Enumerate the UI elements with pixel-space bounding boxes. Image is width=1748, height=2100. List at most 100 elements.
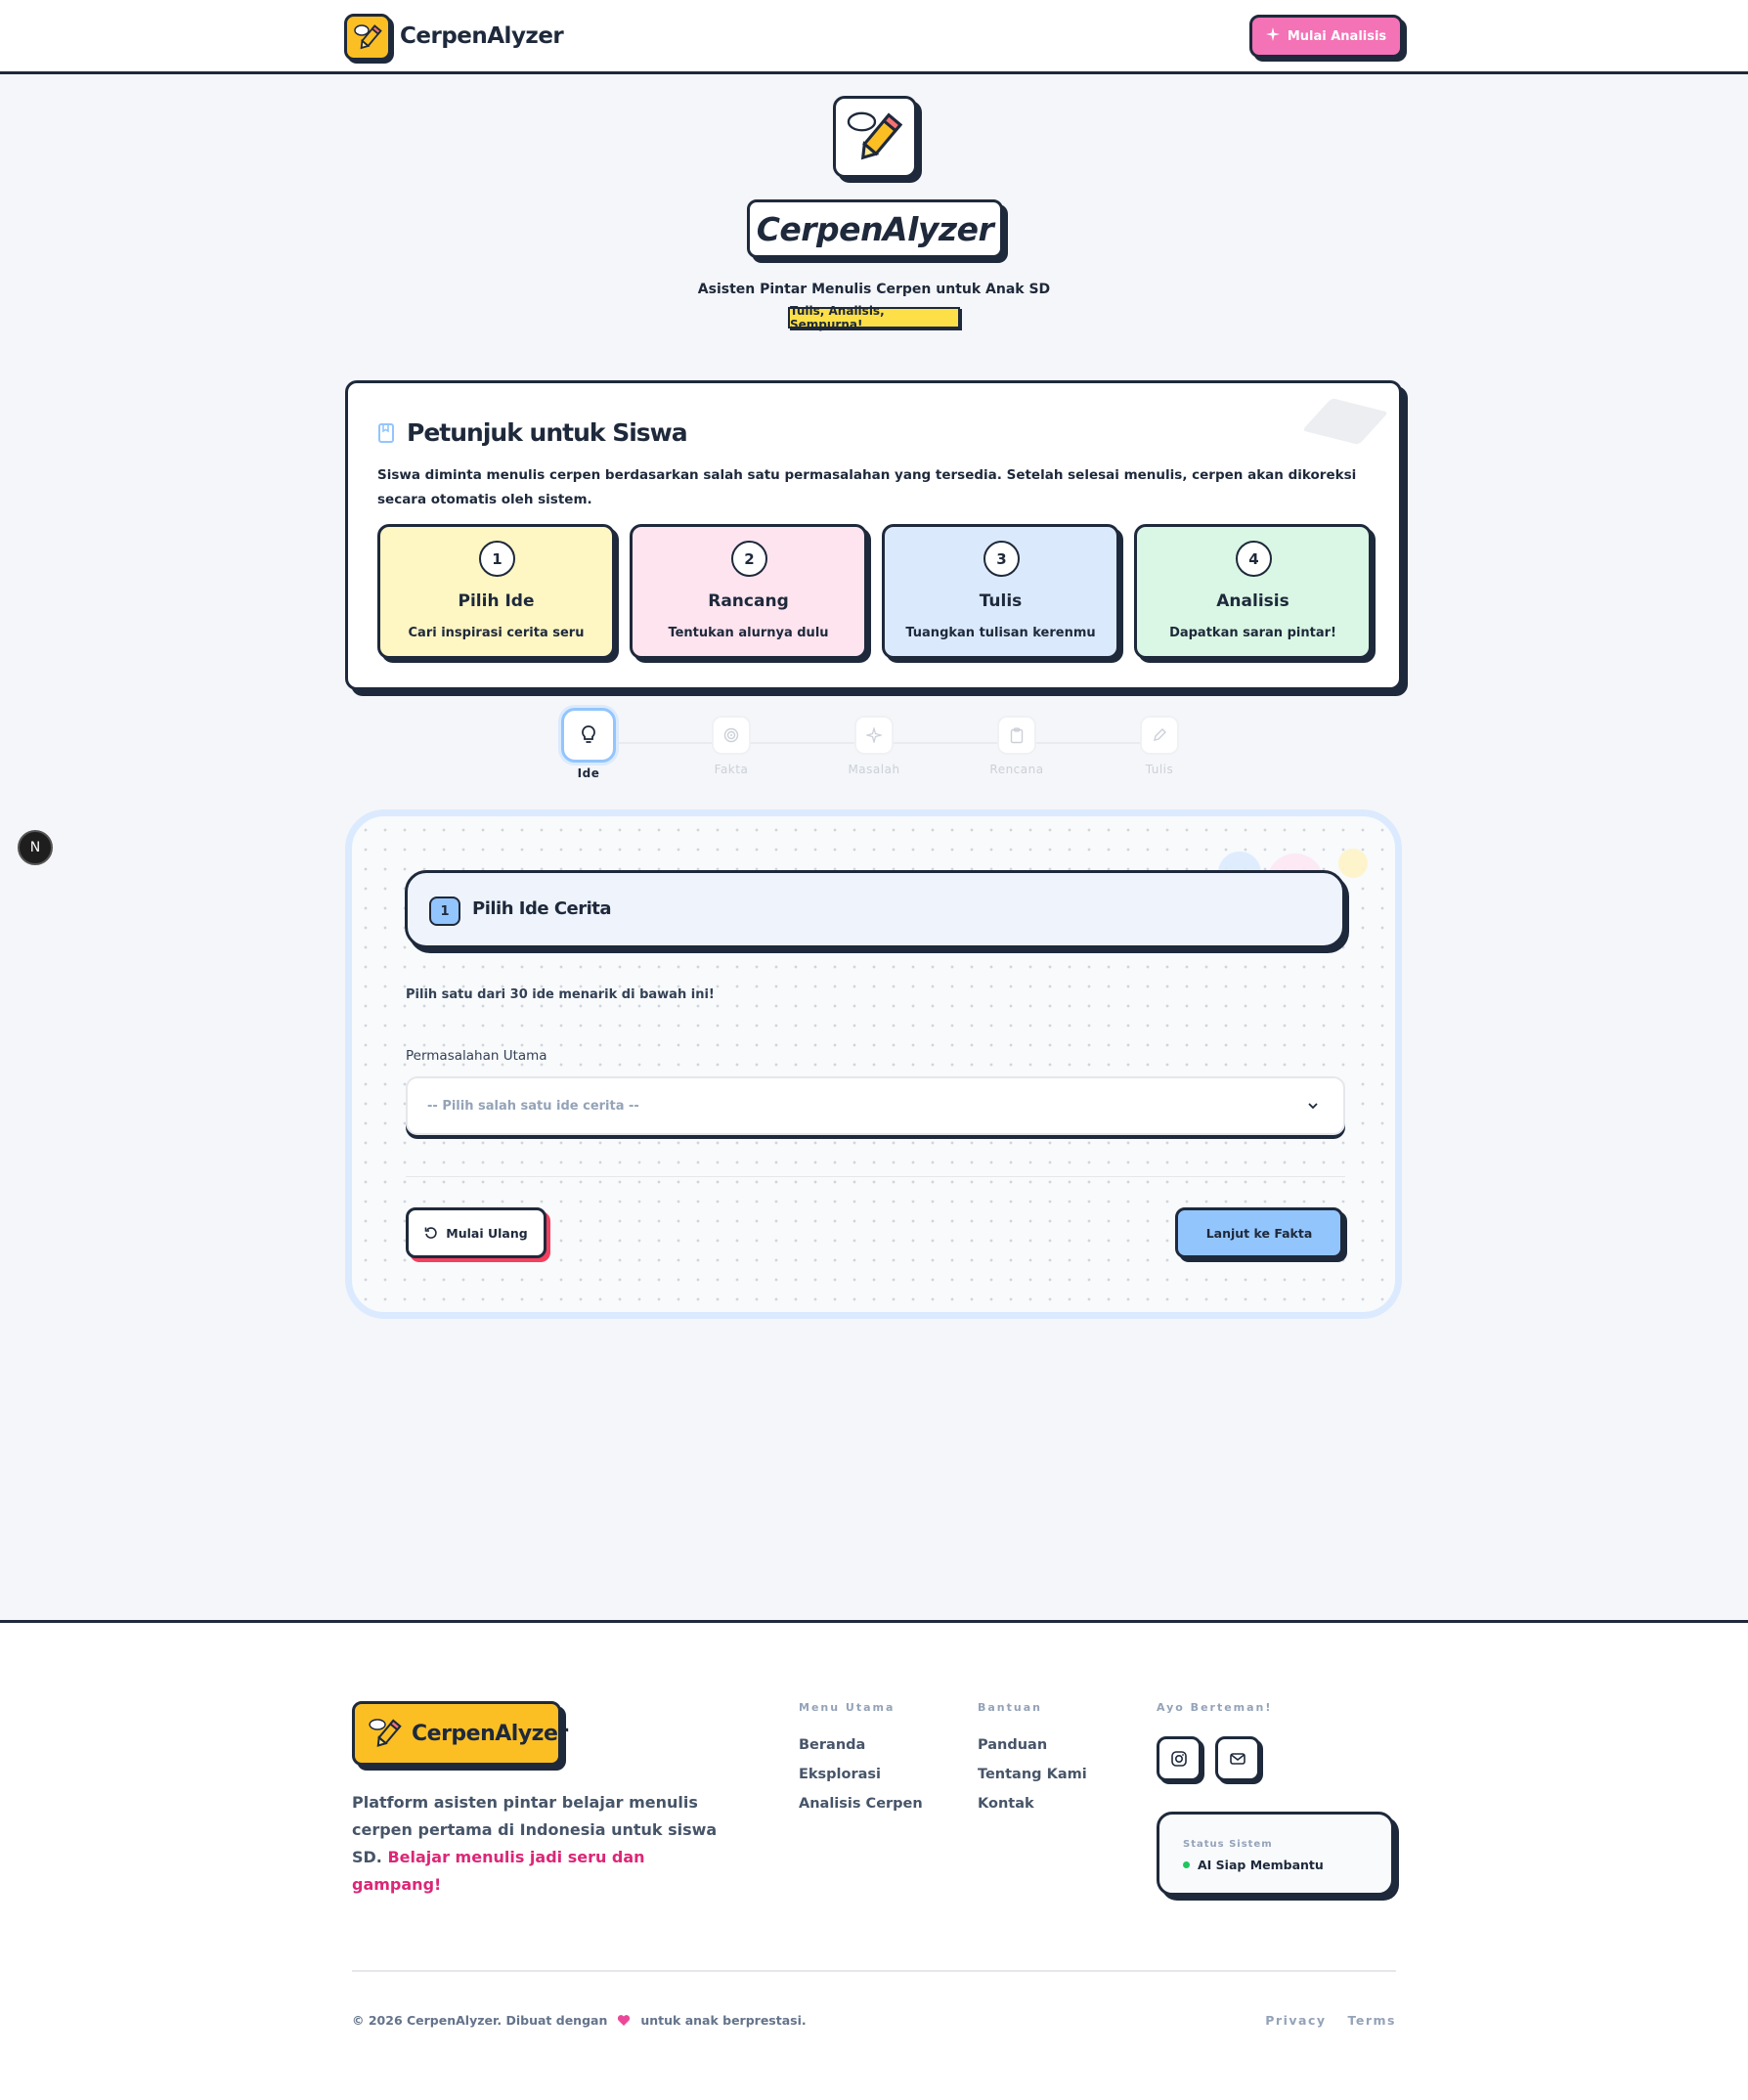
hero-pencil-icon [833, 96, 917, 178]
legal-links: Privacy Terms [1265, 2013, 1396, 2028]
stepper-item-tulis[interactable]: Tulis [1130, 716, 1189, 776]
stepper-item-masalah[interactable]: Masalah [845, 716, 903, 776]
step-name: Analisis [1216, 591, 1289, 611]
footer-link-analisis-cerpen[interactable]: Analisis Cerpen [799, 1796, 923, 1812]
lightbulb-icon [561, 708, 616, 763]
instructions-description: Siswa diminta menulis cerpen berdasarkan… [377, 467, 1357, 507]
copyright: © 2026 CerpenAlyzer. Dibuat dengan untuk… [352, 2013, 807, 2028]
clipboard-icon [997, 716, 1036, 755]
sparkle-icon [1265, 27, 1280, 45]
stepper-label: Tulis [1145, 763, 1174, 776]
stepper-item-rencana[interactable]: Rencana [987, 716, 1046, 776]
progress-stepper: Ide Fakta Masalah Rencana Tulis [559, 708, 1189, 789]
copyright-post: untuk anak berprestasi. [640, 2013, 807, 2028]
form-hint: Pilih satu dari 30 ide menarik di bawah … [406, 987, 715, 1002]
stepper-item-ide[interactable]: Ide [559, 708, 618, 780]
pen-icon [1140, 716, 1179, 755]
stepper-label: Fakta [714, 763, 749, 776]
status-text: AI Siap Membantu [1198, 1858, 1324, 1872]
step-description: Tentukan alurnya dulu [668, 626, 829, 640]
footer-desc-text: Platform asisten pintar belajar menulis … [352, 1793, 718, 1866]
privacy-link[interactable]: Privacy [1265, 2013, 1327, 2028]
form-step-header: 1 Pilih Ide Cerita [405, 870, 1345, 948]
copyright-pre: © 2026 CerpenAlyzer. Dibuat dengan [352, 2013, 608, 2028]
footer-social-title: Ayo Berteman! [1157, 1701, 1273, 1714]
status-value: AI Siap Membantu [1183, 1858, 1324, 1872]
status-dot-icon [1183, 1861, 1190, 1868]
footer-link-eksplorasi[interactable]: Eksplorasi [799, 1767, 882, 1782]
stepper-label: Masalah [848, 763, 900, 776]
status-label: Status Sistem [1183, 1839, 1273, 1850]
instructions-title: Petunjuk untuk Siswa [407, 418, 688, 447]
sparkle-icon [854, 716, 894, 755]
form-step-title: Pilih Ide Cerita [472, 898, 612, 919]
footer-divider [352, 1970, 1396, 1972]
select-placeholder: -- Pilih salah satu ide cerita -- [427, 1099, 639, 1114]
next-to-facts-button[interactable]: Lanjut ke Fakta [1175, 1207, 1343, 1258]
hero-title: CerpenAlyzer [756, 209, 994, 248]
form-divider [406, 1176, 1345, 1177]
step-name: Tulis [979, 591, 1023, 611]
footer-link-beranda[interactable]: Beranda [799, 1737, 866, 1753]
book-icon [377, 422, 395, 444]
step-description: Cari inspirasi cerita seru [408, 626, 585, 640]
idea-form-card: 1 Pilih Ide Cerita Pilih satu dari 30 id… [345, 809, 1402, 1319]
stepper-item-fakta[interactable]: Fakta [702, 716, 761, 776]
hero-title-box: CerpenAlyzer [747, 199, 1003, 258]
dev-tools-badge[interactable]: N [18, 830, 53, 865]
decor-blob [1338, 849, 1368, 878]
step-number: 3 [983, 541, 1020, 577]
footer-menu-column: Menu Utama Beranda Eksplorasi Analisis C… [799, 1701, 923, 1825]
footer-social-column: Ayo Berteman! [1157, 1701, 1272, 1737]
instructions-card: Petunjuk untuk Siswa Siswa diminta menul… [345, 380, 1402, 690]
step-number: 2 [731, 541, 767, 577]
next-label: Lanjut ke Fakta [1205, 1225, 1313, 1241]
footer-help-title: Bantuan [978, 1701, 1042, 1714]
start-analysis-label: Mulai Analisis [1287, 28, 1387, 44]
paper-decoration [1301, 398, 1389, 445]
footer-brand-logo[interactable]: CerpenAlyzer [352, 1701, 568, 1766]
heart-icon [617, 2014, 631, 2027]
mail-icon[interactable] [1215, 1736, 1260, 1781]
footer-brand-name: CerpenAlyzer [412, 1721, 568, 1746]
step-name: Pilih Ide [458, 591, 535, 611]
step-number: 1 [479, 541, 515, 577]
stepper-label: Rencana [989, 763, 1044, 776]
form-step-number: 1 [429, 897, 460, 926]
footer-help-column: Bantuan Panduan Tentang Kami Kontak [978, 1701, 1087, 1825]
terms-link[interactable]: Terms [1347, 2013, 1396, 2028]
chevron-down-icon [1306, 1098, 1320, 1116]
stepper-label: Ide [577, 766, 600, 780]
start-analysis-button[interactable]: Mulai Analisis [1249, 15, 1403, 58]
refresh-icon [424, 1226, 438, 1240]
hero-tagline: Tulis, Analisis, Sempurna! [788, 304, 960, 331]
footer-description: Platform asisten pintar belajar menulis … [352, 1789, 733, 1899]
footer-link-tentang-kami[interactable]: Tentang Kami [978, 1767, 1087, 1782]
hero-subtitle: Asisten Pintar Menulis Cerpen untuk Anak… [697, 282, 1051, 297]
brand-name[interactable]: CerpenAlyzer [400, 23, 564, 49]
step-description: Dapatkan saran pintar! [1169, 626, 1336, 640]
target-icon [712, 716, 751, 755]
top-navbar: CerpenAlyzer Mulai Analisis [0, 0, 1748, 74]
instructions-heading: Petunjuk untuk Siswa [377, 418, 688, 447]
footer-link-panduan[interactable]: Panduan [978, 1737, 1048, 1753]
story-idea-select[interactable]: -- Pilih salah satu ide cerita -- [406, 1076, 1345, 1135]
system-status-card: Status Sistem AI Siap Membantu [1157, 1812, 1394, 1896]
step-description: Tuangkan tulisan kerenmu [905, 626, 1096, 640]
footer-desc-highlight: Belajar menulis jadi seru dan gampang! [352, 1848, 645, 1894]
step-number: 4 [1236, 541, 1272, 577]
restart-button[interactable]: Mulai Ulang [406, 1207, 546, 1258]
step-name: Rancang [708, 591, 789, 611]
brand-logo-icon[interactable] [344, 14, 391, 61]
problem-field-label: Permasalahan Utama [406, 1048, 547, 1064]
restart-label: Mulai Ulang [446, 1225, 528, 1241]
footer-link-kontak[interactable]: Kontak [978, 1796, 1034, 1812]
site-footer: CerpenAlyzer Platform asisten pintar bel… [0, 1620, 1748, 2100]
pencil-icon [369, 1717, 402, 1750]
instagram-icon[interactable] [1157, 1736, 1202, 1781]
